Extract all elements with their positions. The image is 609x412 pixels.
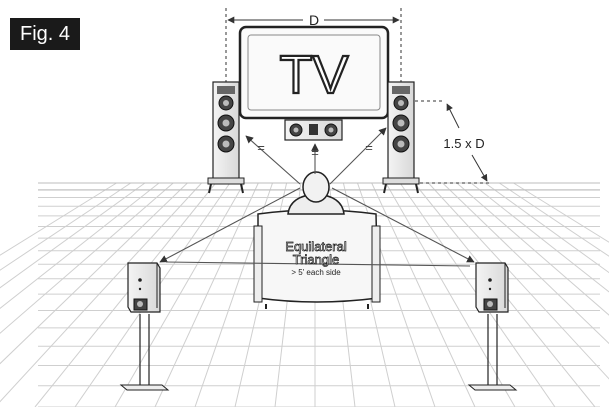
front-right-tower-speaker [383,82,419,193]
floor-grid-line [428,183,609,407]
center-speaker [285,120,342,140]
tv-label: TV [279,45,348,105]
surround-right-speaker [469,263,516,390]
front-left-tower-speaker [208,82,244,193]
equal-mark-right: = [365,140,373,155]
floor-grid-line [499,183,609,407]
floor-grid-line [443,183,609,407]
triangle-title-line2: Triangle [293,252,339,267]
floor-grid-line [514,183,609,407]
figure-label: Fig. 4 [10,18,80,50]
floor-grid-line [0,183,202,407]
floor-grid-line [0,183,131,407]
floor-grid-line [0,183,145,407]
distance-dimension-label: 1.5 x D [443,136,484,151]
tv-screen: TV [240,27,388,118]
width-dimension-label: D [309,12,319,28]
equal-mark-center: = [311,145,319,160]
triangle-note: > 5' each side [291,268,341,277]
equal-mark-left: = [257,140,265,155]
